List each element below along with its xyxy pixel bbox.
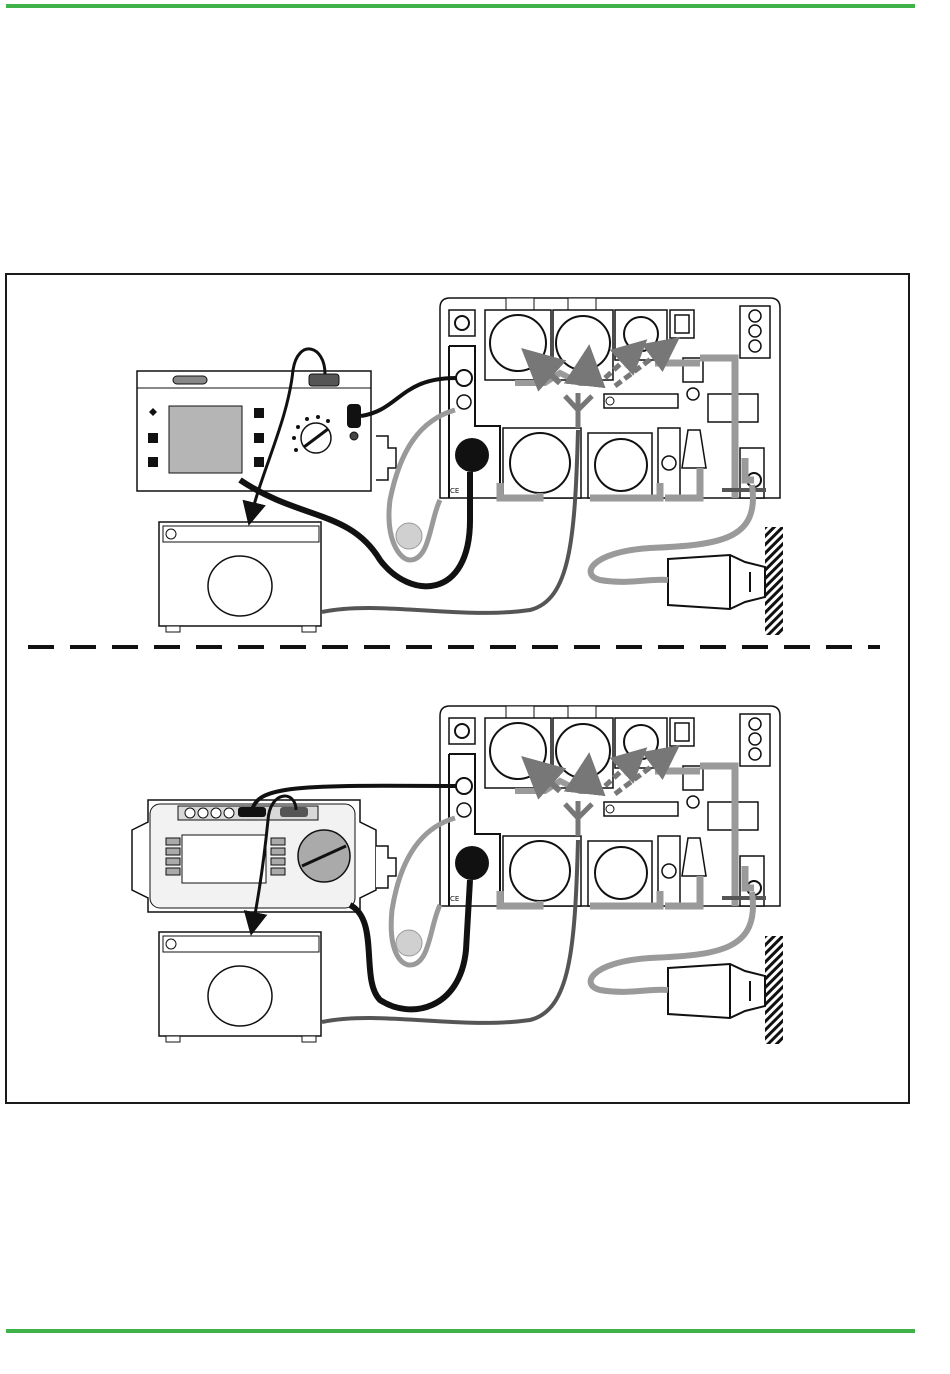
upper-panel xyxy=(137,298,783,635)
legacy-tester xyxy=(137,371,396,491)
lower-panel xyxy=(132,706,783,1044)
device-under-test-icon xyxy=(159,932,321,1042)
adapter-panel-icon xyxy=(440,298,780,498)
adapter-panel-icon xyxy=(440,706,780,906)
wall-socket-icon xyxy=(668,936,783,1044)
device-under-test-icon xyxy=(159,522,321,632)
